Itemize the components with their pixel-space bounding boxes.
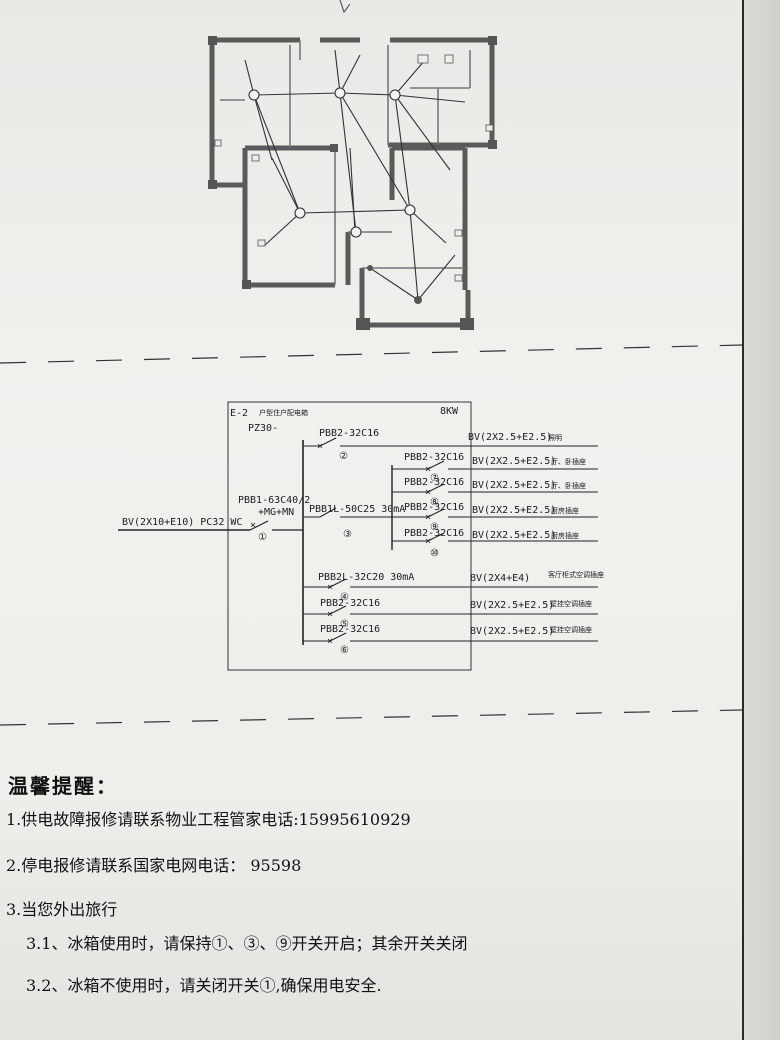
circuit-2-desc: 照明 [548,434,562,442]
circuit-10-desc: 厨房插座 [551,531,579,540]
panel-power: 8KW [440,406,459,417]
svg-text:×: × [425,464,431,475]
circuit-2-number: ② [339,451,348,462]
reminder-line-3-2: 3.2、冰箱不使用时，请关闭开关①,确保用电安全. [26,976,382,995]
circuit-8-breaker: PBB2-32C16 [404,477,464,488]
circuit-9-number: ⑨ [430,522,439,533]
circuit-8-number: ⑧ [430,497,439,508]
circuit-7-cable: BV(2X2.5+E2.5) [472,456,556,467]
circuit-4-number: ④ [340,592,349,603]
svg-text:×: × [327,582,333,593]
drawing-border-line [742,0,744,1040]
circuit-7-desc: 厅、卧插座 [551,457,586,466]
svg-text:×: × [327,609,333,620]
rcd-breaker-model: PBB1L-50C25 30mA [309,504,405,515]
circuit-6-desc: 壁挂空调插座 [550,625,592,634]
circuit-9-desc: 厨房插座 [551,506,579,515]
reminder-line-1: 1.供电故障报修请联系物业工程管家电话:15995610929 [6,810,411,829]
circuit-4-cable: BV(2X4+E4) [470,573,530,584]
circuit-4-breaker: PBB2L-32C20 30mA [318,572,414,583]
circuit-8-cable: BV(2X2.5+E2.5) [472,480,556,491]
circuit-10-breaker: PBB2-32C16 [404,528,464,539]
rcd-breaker-number: ③ [343,529,352,540]
svg-text:×: × [425,487,431,498]
panel-id: E-2 [230,408,248,419]
page-edge [744,0,780,1040]
panel-subtitle: 户型住户配电箱 [259,408,308,417]
panel-model: PZ30- [248,423,278,434]
circuit-9-breaker: PBB2-32C16 [404,502,464,513]
circuit-6-breaker: PBB2-32C16 [320,624,380,635]
electrical-drawing: E-2 户型住户配电箱 PZ30- 8KW BV(2X10+E10) PC32 … [0,0,743,726]
main-breaker-accessories: +MG+MN [258,507,294,518]
circuit-10-number: ⑩ [430,548,439,559]
circuit-10-cable: BV(2X2.5+E2.5) [472,530,556,541]
reminder-title: 温馨提醒： [8,774,118,798]
reminder-line-3: 3.当您外出旅行 [6,900,118,919]
dashed-cut-line-bottom [0,709,743,726]
reminder-line-3-1: 3.1、冰箱使用时，请保持①、③、⑨开关开启；其余开关关闭 [26,934,468,953]
svg-text:×: × [327,636,333,647]
circuit-7-breaker: PBB2-32C16 [404,452,464,463]
circuit-5-breaker: PBB2-32C16 [320,598,380,609]
svg-text:×: × [425,536,431,547]
svg-text:×: × [317,441,323,452]
circuit-5-cable: BV(2X2.5+E2.5) [470,600,554,611]
svg-text:×: × [250,520,256,531]
circuit-6-number: ⑥ [340,645,349,656]
circuit-4-desc: 客厅柜式空调插座 [548,570,604,579]
circuit-5-desc: 壁挂空调插座 [550,599,592,608]
circuit-8-desc: 厅、卧插座 [551,481,586,490]
incoming-cable: BV(2X10+E10) PC32 WC [122,517,242,528]
circuit-6-cable: BV(2X2.5+E2.5) [470,626,554,637]
main-breaker-number: ① [258,532,267,543]
main-breaker-model: PBB1-63C40/2 [238,495,310,506]
circuit-2-breaker: PBB2-32C16 [319,428,379,439]
dashed-cut-line-top [0,344,743,364]
distribution-box: E-2 户型住户配电箱 PZ30- 8KW BV(2X10+E10) PC32 … [118,401,604,671]
reminder-line-2: 2.停电报修请联系国家电网电话： 95598 [6,856,302,875]
floor-plan [208,0,497,330]
svg-text:×: × [425,512,431,523]
circuit-9-cable: BV(2X2.5+E2.5) [472,505,556,516]
circuit-5-number: ⑤ [340,619,349,630]
circuit-7-number: ⑦ [430,473,439,484]
circuit-2-cable: BV(2X2.5+E2.5) [468,432,552,443]
